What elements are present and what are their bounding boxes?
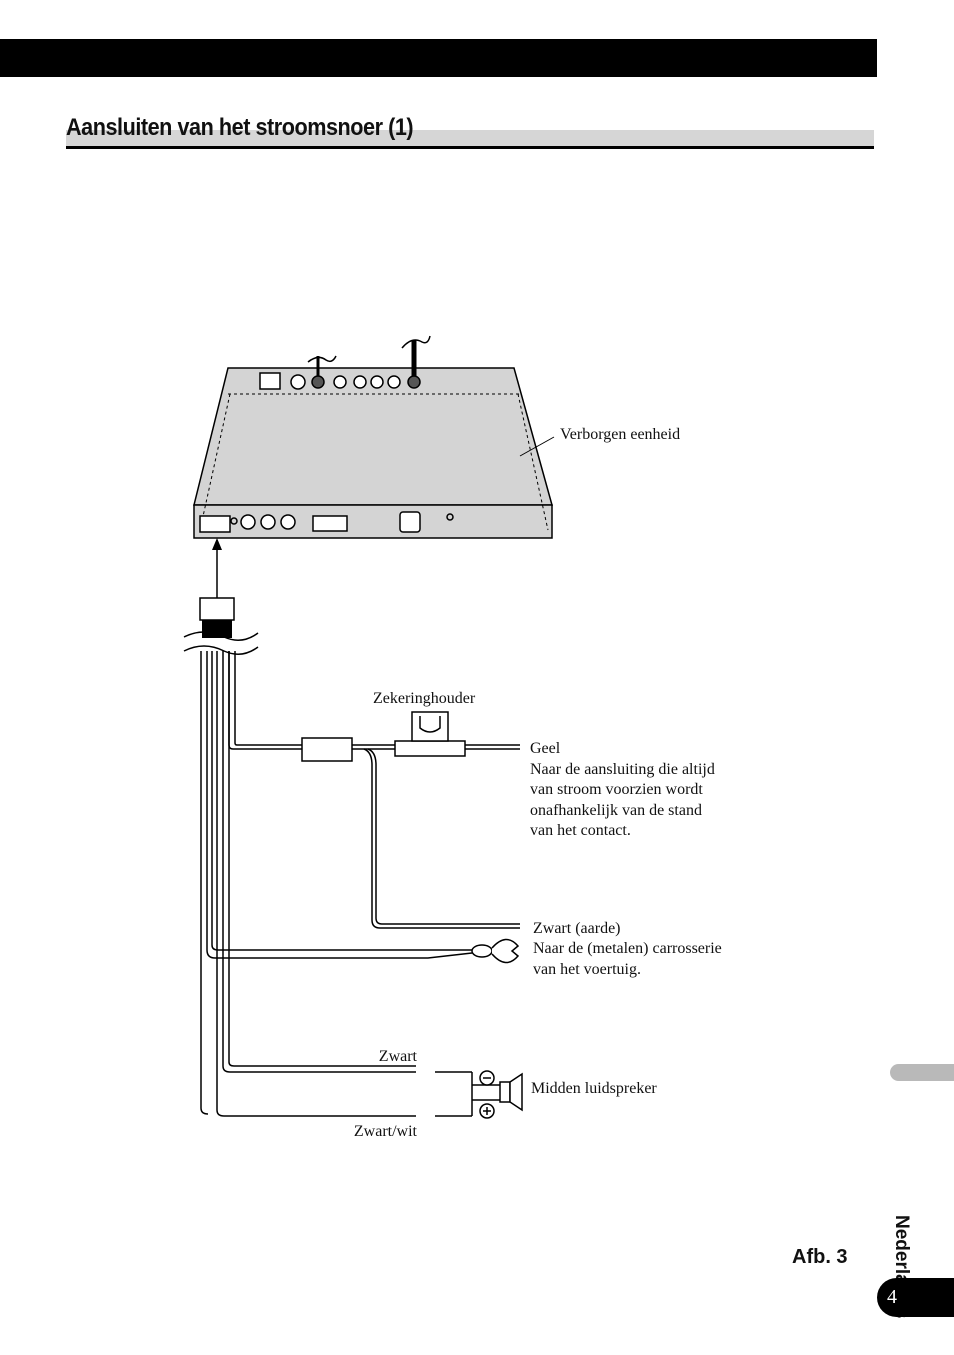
- yellow-wire-desc-4: van het contact.: [530, 822, 631, 839]
- ground-wire-desc-2: van het voertuig.: [533, 961, 641, 978]
- ground-wire-name: Zwart (aarde): [533, 920, 621, 937]
- ground-wire-desc-1: Naar de (metalen) carrosserie: [533, 940, 722, 957]
- speaker-label: Midden luidspreker: [531, 1080, 657, 1097]
- figure-label: Afb. 3: [792, 1246, 848, 1268]
- yellow-wire-desc-2: van stroom voorzien wordt: [530, 781, 703, 798]
- header-bar: [0, 39, 877, 77]
- speaker-wire-black-label: Zwart: [378, 1048, 417, 1065]
- fuse-holder-label: Zekeringhouder: [373, 690, 476, 707]
- hidden-unit: [193, 335, 553, 539]
- speaker-wire-black-white-label: Zwart/wit: [353, 1123, 417, 1140]
- language-tab-marker: [890, 1064, 954, 1081]
- page-title: Aansluiten van het stroomsnoer (1): [66, 114, 414, 141]
- yellow-wire-desc-3: onafhankelijk van de stand: [530, 802, 702, 819]
- yellow-wire-name: Geel: [530, 740, 561, 757]
- page-number: 4: [877, 1278, 954, 1317]
- title-band: [66, 130, 874, 147]
- yellow-wire-desc-1: Naar de aansluiting die altijd: [530, 761, 715, 778]
- title-rule: [66, 146, 874, 149]
- hidden-unit-label: Verborgen eenheid: [560, 426, 681, 443]
